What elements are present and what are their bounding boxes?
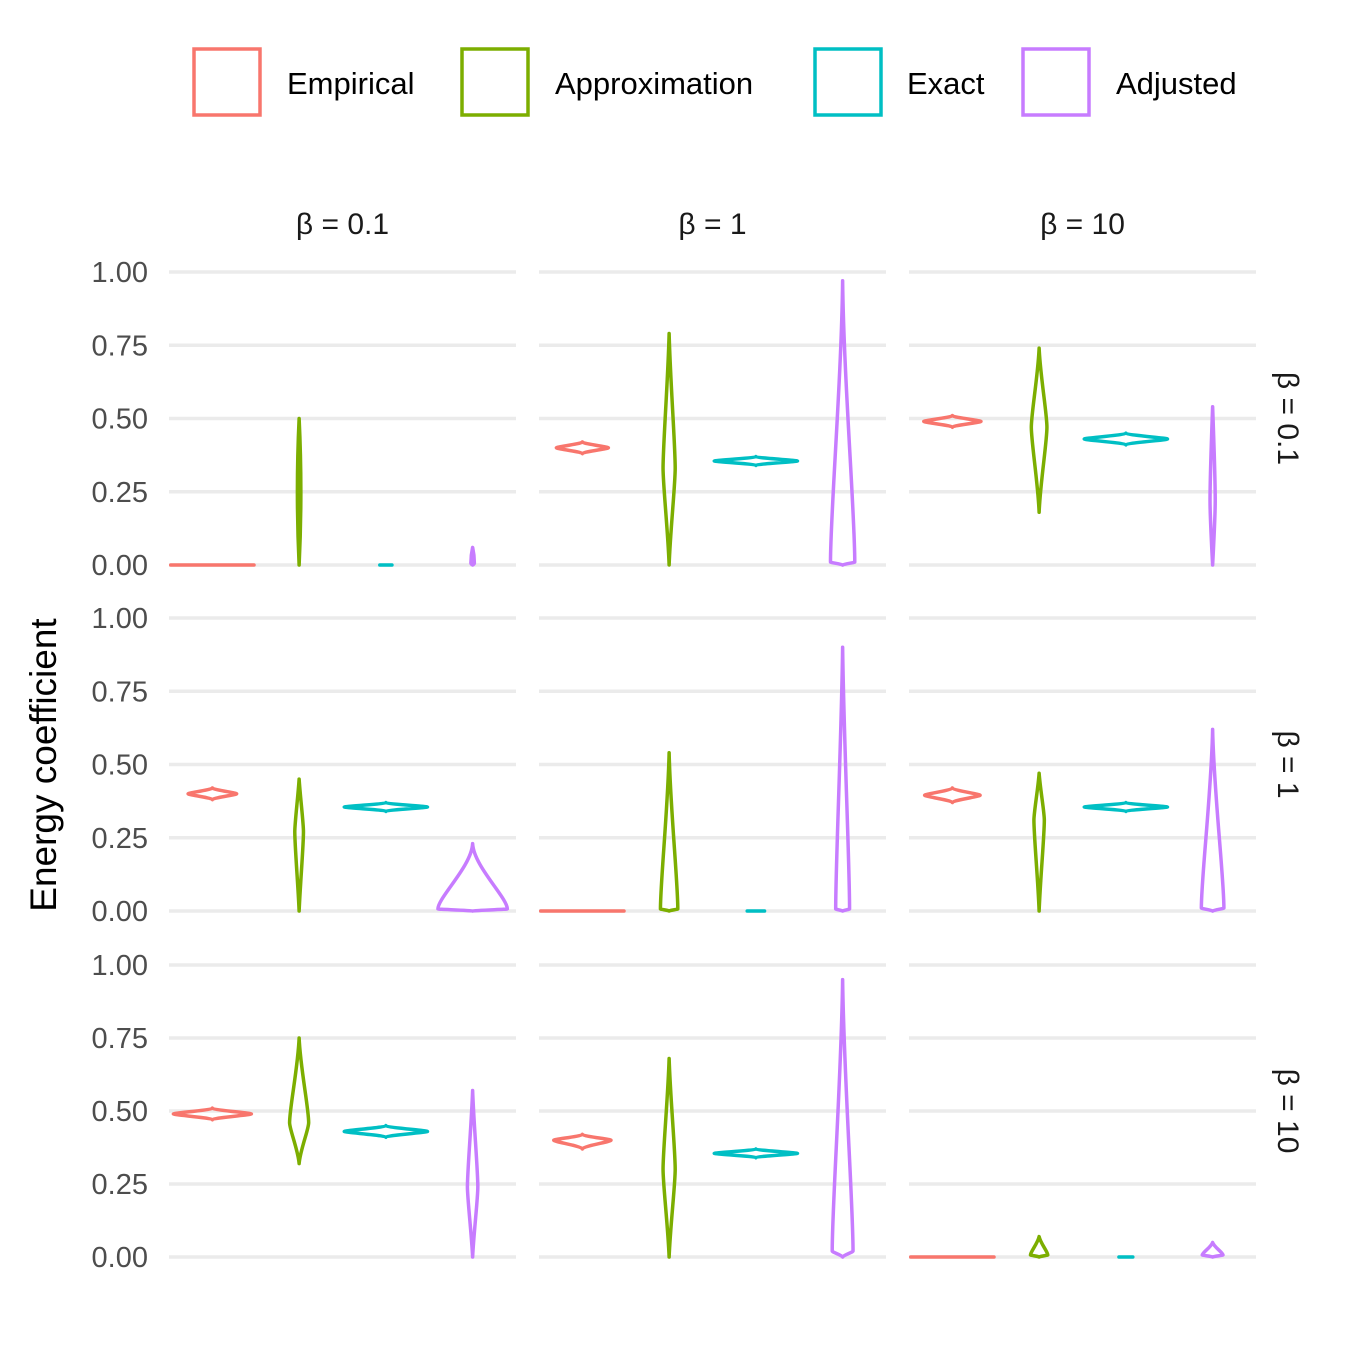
y-axes: 0.00 0.25 0.50 0.75 1.00 0.00 0.25 0.50 0.75 1.00… <box>92 257 148 1274</box>
y-tick-label: 0.50 <box>92 1096 148 1128</box>
violin-approximation <box>1029 346 1049 515</box>
legend: Empirical Approximation Exact Adjusted <box>192 47 1237 117</box>
y-tick-label: 0.00 <box>92 1242 148 1274</box>
violin-empirical <box>186 786 239 802</box>
y-tick-label: 0.25 <box>92 1169 148 1201</box>
facet-panels <box>168 270 1256 1259</box>
violin-adjusted <box>469 545 477 567</box>
legend-label-approximation: Approximation <box>555 66 753 101</box>
violin-empirical <box>551 1132 613 1151</box>
violin-approximation <box>661 1056 677 1259</box>
violin-adjusted <box>436 841 510 913</box>
column-strip-label: β = 0.1 <box>296 208 389 241</box>
y-tick-label: 0.25 <box>92 823 148 855</box>
legend-label-empirical: Empirical <box>287 66 414 101</box>
violin-approximation <box>1028 1234 1050 1259</box>
y-tick-label: 1.00 <box>92 603 148 635</box>
violin-approximation <box>658 751 680 913</box>
violin-adjusted <box>1199 727 1226 913</box>
violin-approximation <box>295 416 303 567</box>
y-tick-label: 0.75 <box>92 676 148 708</box>
panel-r1-c1 <box>538 616 886 913</box>
y-tick-label: 0.50 <box>92 404 148 436</box>
y-tick-label: 0.00 <box>92 896 148 928</box>
violin-adjusted <box>833 645 852 913</box>
column-strip-label: β = 1 <box>678 208 746 241</box>
panel-r0-c2 <box>909 270 1256 567</box>
violin-approximation <box>293 777 306 913</box>
violin-empirical <box>554 440 611 456</box>
legend-key-approximation <box>460 47 530 117</box>
legend-key-adjusted <box>1021 47 1091 117</box>
violin-adjusted <box>830 977 855 1259</box>
panel-r1-c2 <box>909 616 1256 913</box>
y-tick-label: 0.75 <box>92 1023 148 1055</box>
legend-label-adjusted: Adjusted <box>1116 66 1237 101</box>
column-strip-label: β = 10 <box>1040 208 1125 241</box>
violin-adjusted <box>828 279 857 567</box>
violin-exact <box>342 800 430 814</box>
row-strip-label: β = 1 <box>1271 730 1304 798</box>
violin-exact <box>1082 800 1170 814</box>
legend-label-exact: Exact <box>907 66 985 101</box>
violin-exact <box>1082 431 1170 447</box>
violin-approximation <box>287 1036 311 1166</box>
violin-empirical <box>171 1106 254 1122</box>
violin-exact <box>712 454 800 468</box>
panel-r0-c1 <box>539 270 886 567</box>
y-tick-label: 0.50 <box>92 750 148 782</box>
legend-key-exact <box>813 47 883 117</box>
facet-column-strips: β = 0.1 β = 1 β = 10 <box>296 208 1125 241</box>
y-tick-label: 0.75 <box>92 330 148 362</box>
violin-adjusted <box>465 1088 480 1259</box>
violin-exact <box>342 1123 430 1140</box>
y-axis-label: Energy coefficient <box>23 618 64 912</box>
y-tick-label: 0.25 <box>92 477 148 509</box>
panel-r0-c0 <box>168 270 516 567</box>
violin-approximation <box>661 331 677 567</box>
violin-empirical <box>922 786 982 805</box>
violin-exact <box>712 1147 800 1160</box>
violin-empirical <box>921 413 983 430</box>
violin-approximation <box>1032 771 1047 913</box>
row-strip-label: β = 0.1 <box>1271 372 1304 465</box>
violin-adjusted <box>1200 1240 1225 1259</box>
facet-row-strips: β = 0.1 β = 1 β = 10 <box>1271 372 1304 1153</box>
y-tick-label: 1.00 <box>92 257 148 289</box>
y-tick-label: 1.00 <box>92 950 148 982</box>
panel-r1-c0 <box>169 616 516 913</box>
y-tick-label: 0.00 <box>92 550 148 582</box>
row-strip-label: β = 10 <box>1271 1069 1304 1154</box>
panel-r2-c1 <box>539 963 886 1259</box>
panel-r2-c0 <box>169 963 516 1259</box>
legend-key-empirical <box>192 47 262 117</box>
panel-r2-c2 <box>908 963 1256 1259</box>
violin-adjusted <box>1208 405 1217 567</box>
